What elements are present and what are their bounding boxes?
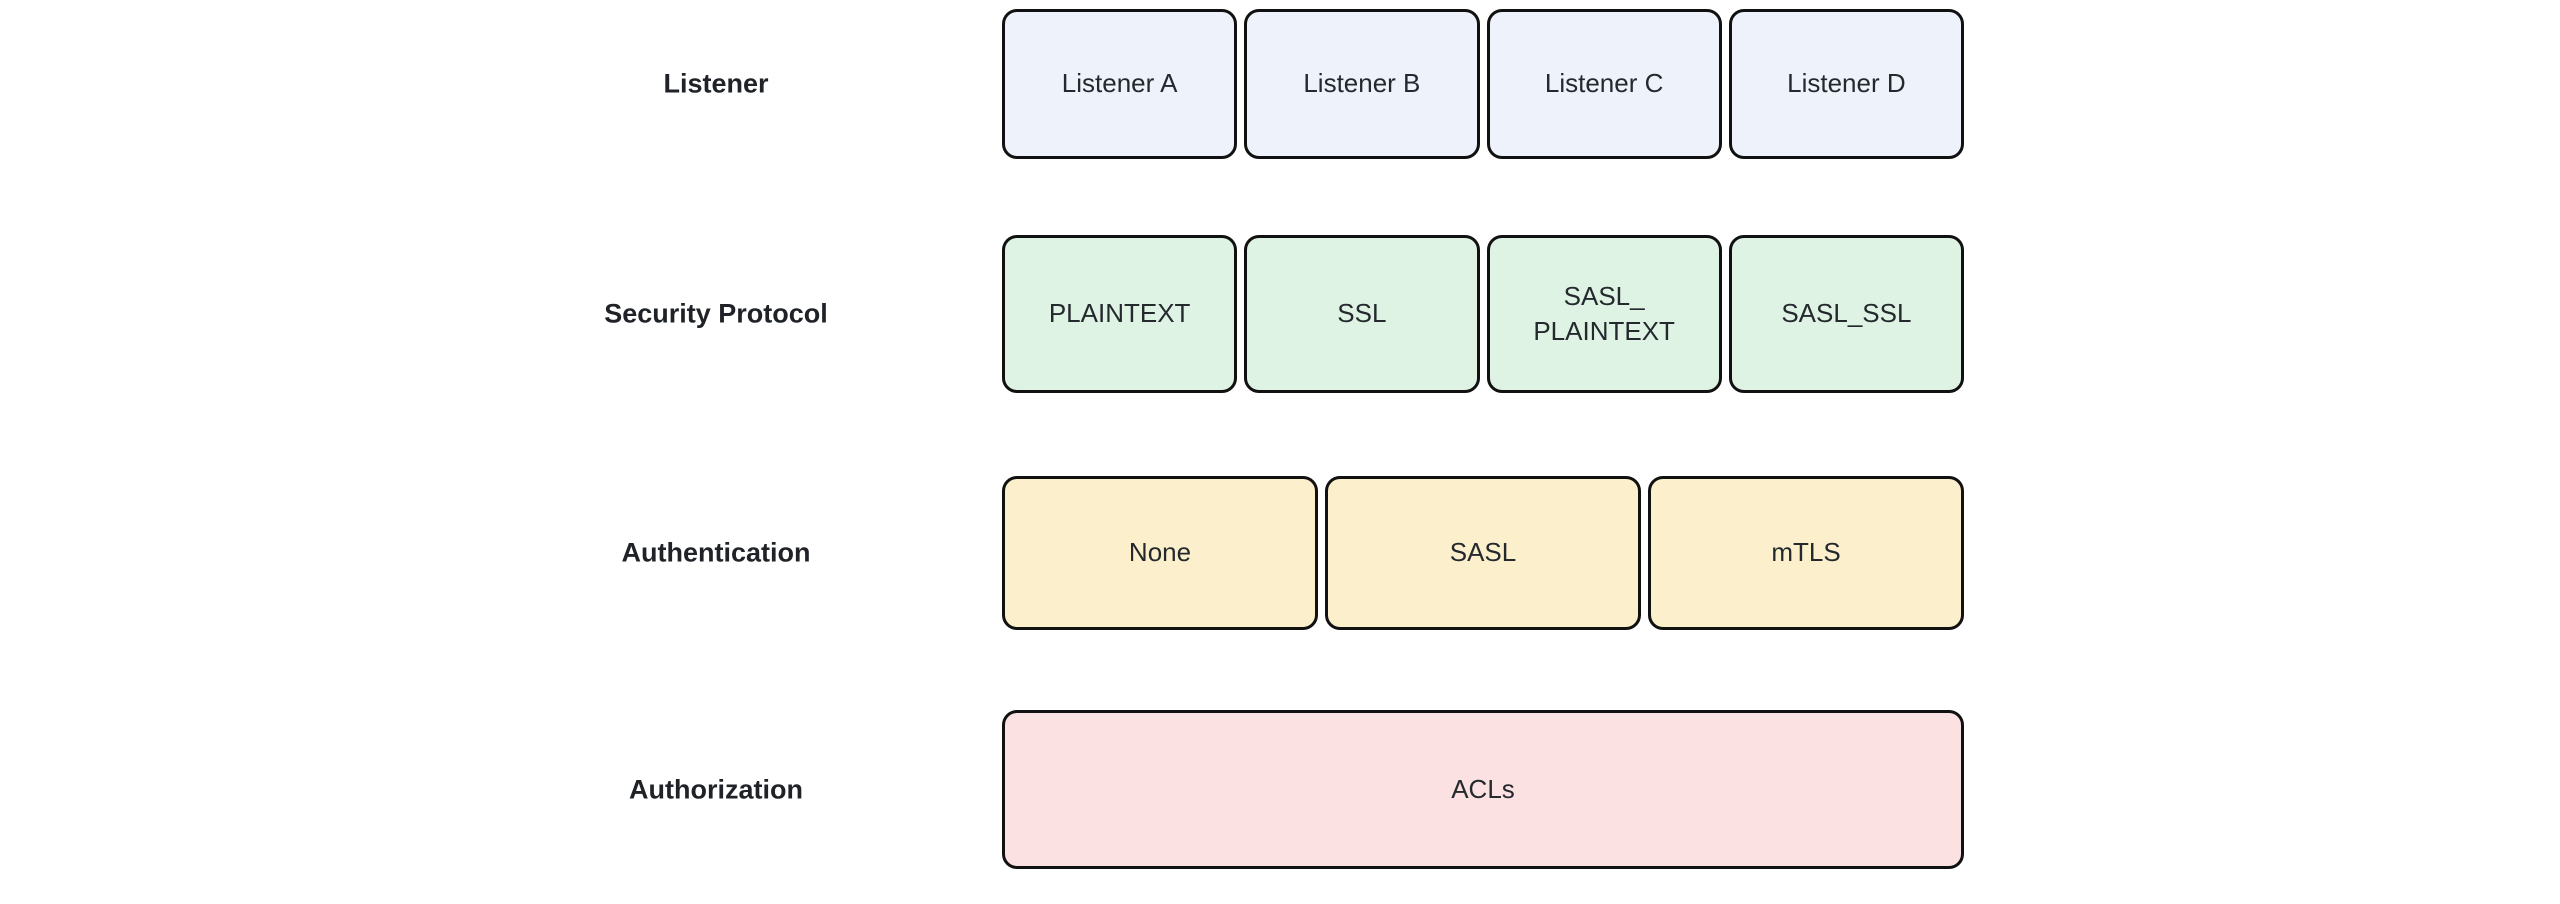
row-authorization: Authorization ACLs xyxy=(0,710,2560,869)
authentication-boxes: None SASL mTLS xyxy=(1002,476,1964,630)
row-label-authentication: Authentication xyxy=(621,537,811,568)
row-security-protocol: Security Protocol PLAINTEXT SSL SASL_ PL… xyxy=(0,235,2560,393)
node-auth-none: None xyxy=(1002,476,1318,630)
authorization-boxes: ACLs xyxy=(1002,710,1964,869)
node-ssl: SSL xyxy=(1244,235,1480,393)
row-label-listener: Listener xyxy=(663,68,769,99)
node-auth-sasl: SASL xyxy=(1325,476,1641,630)
node-auth-mtls: mTLS xyxy=(1648,476,1964,630)
listener-boxes: Listener A Listener B Listener C Listene… xyxy=(1002,9,1964,159)
node-listener-b: Listener B xyxy=(1244,9,1480,159)
row-label-security-protocol: Security Protocol xyxy=(604,298,828,329)
node-plaintext: PLAINTEXT xyxy=(1002,235,1238,393)
node-acls: ACLs xyxy=(1002,710,1964,869)
node-listener-d: Listener D xyxy=(1728,9,1964,159)
node-listener-a: Listener A xyxy=(1002,9,1238,159)
node-listener-c: Listener C xyxy=(1486,9,1722,159)
row-label-authorization: Authorization xyxy=(629,774,803,804)
row-authentication: Authentication None SASL mTLS xyxy=(0,476,2560,630)
node-sasl-ssl: SASL_SSL xyxy=(1728,235,1964,393)
node-sasl-plaintext: SASL_ PLAINTEXT xyxy=(1486,235,1722,393)
security-protocol-boxes: PLAINTEXT SSL SASL_ PLAINTEXT SASL_SSL xyxy=(1002,235,1964,393)
row-listener: Listener Listener A Listener B Listener … xyxy=(0,9,2560,159)
